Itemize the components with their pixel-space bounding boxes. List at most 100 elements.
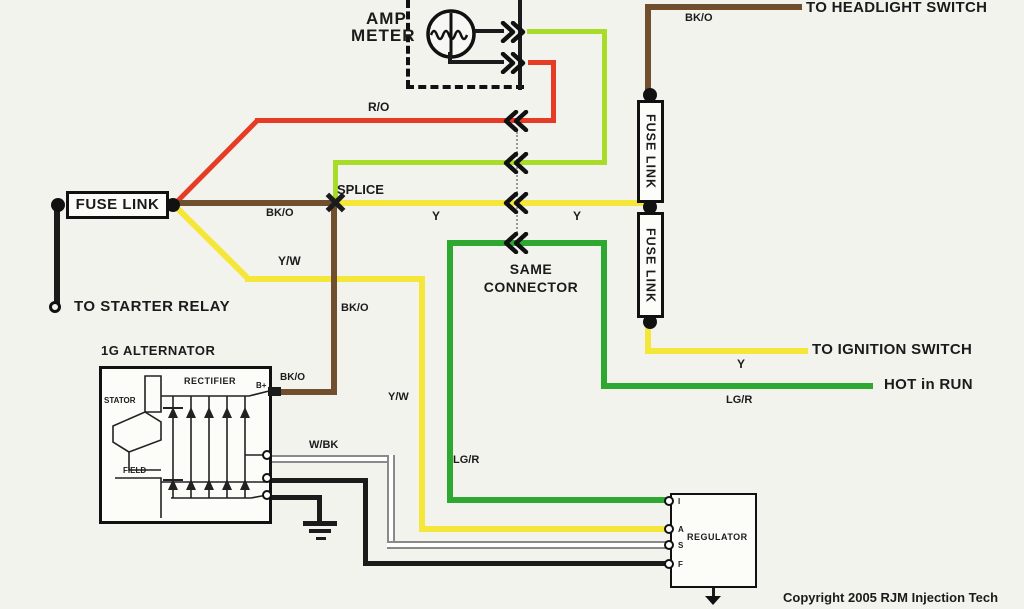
- wire-lgr-to-regulator: [447, 497, 670, 503]
- splice-label: SPLICE: [337, 182, 384, 197]
- wire-ro-vertical: [551, 60, 556, 121]
- amp-meter-label-line2: METER: [351, 26, 416, 45]
- bplus-terminal-label: B+: [256, 381, 267, 390]
- wire-y-main: [335, 200, 648, 206]
- wire-label-ro: R/O: [368, 100, 390, 114]
- same-connector-label-line1: SAME: [509, 261, 553, 277]
- fuse-link-upper-box: FUSE LINK: [637, 100, 664, 203]
- wire-label-y-ignition: Y: [737, 357, 746, 371]
- wire-label-bko-vertical: BK/O: [341, 302, 369, 314]
- wire-lightgreen-horizontal: [333, 160, 607, 165]
- wire-yw-to-regulator: [419, 526, 670, 532]
- to-ignition-switch-label: TO IGNITION SWITCH: [812, 341, 973, 358]
- regulator-title: REGULATOR: [687, 532, 748, 542]
- wire-bko-to-bplus: [276, 389, 337, 395]
- wire-field-to-regulator: [363, 561, 670, 566]
- wire-yw-vertical: [419, 276, 425, 532]
- wire-y-ignition-vert: [645, 325, 651, 354]
- alternator-internals: [112, 375, 272, 518]
- amp-meter-dashed-box-bottom: [406, 85, 524, 89]
- regulator-terminal-i-label: I: [678, 497, 681, 506]
- rectifier-label: RECTIFIER: [184, 376, 237, 386]
- meter-terminal-arrow-icon: [500, 21, 526, 43]
- ground-icon: [309, 529, 331, 533]
- amp-meter-label-line1: AMP: [366, 9, 407, 28]
- amp-meter-wire-bottom-v: [448, 52, 452, 63]
- wire-lgr-left-vert: [447, 240, 453, 503]
- wire-label-y-right: Y: [573, 209, 582, 223]
- wire-label-lgr-right: LG/R: [726, 394, 753, 406]
- wire-lightgreen-right-vert: [602, 29, 607, 165]
- wire-yw-diagonal: [171, 202, 250, 280]
- amp-meter-wire-bottom-h: [448, 60, 504, 64]
- fuse-link-upper-label: FUSE LINK: [643, 114, 658, 189]
- amp-meter-right-line: [518, 0, 522, 90]
- wire-label-lgr-mid: LG/R: [453, 454, 480, 466]
- stator-label: STATOR: [104, 396, 136, 405]
- wire-field-horiz: [272, 478, 368, 483]
- wire-bko-headlight-horiz: [645, 4, 802, 10]
- wire-label-yw: Y/W: [278, 254, 301, 268]
- wire-lightgreen-to-splice: [333, 160, 338, 205]
- wire-connector-icon: [503, 110, 529, 132]
- junction-dot: [51, 198, 65, 212]
- regulator-terminal-s: [664, 540, 674, 550]
- wire-lgr-horizontal: [447, 240, 607, 246]
- to-headlight-switch-label: TO HEADLIGHT SWITCH: [806, 0, 988, 16]
- alternator-title: 1G ALTERNATOR: [101, 343, 216, 358]
- ground-icon: [303, 521, 337, 526]
- regulator-ground-icon: [705, 596, 721, 605]
- wire-ground-horiz: [272, 495, 322, 500]
- field-label: FIELD: [123, 466, 147, 475]
- wire-bko-headlight-vert: [645, 8, 651, 97]
- wire-bko-left: [175, 200, 337, 206]
- to-starter-relay-label: TO STARTER RELAY: [74, 298, 231, 315]
- wire-connector-icon: [503, 232, 529, 254]
- open-terminal-icon: [49, 301, 61, 313]
- fuse-link-left-box: FUSE LINK: [66, 191, 169, 219]
- junction-dot: [643, 200, 657, 214]
- wire-starter-relay: [54, 205, 60, 305]
- wire-ro-diagonal: [172, 119, 259, 207]
- wire-connector-icon: [503, 192, 529, 214]
- regulator-ground-stem: [712, 588, 715, 596]
- wire-label-bko-top: BK/O: [685, 12, 713, 24]
- wire-lgr-hotrun: [601, 383, 873, 389]
- wire-bko-vertical: [331, 205, 337, 393]
- wire-label-bko-bplus: BK/O: [280, 372, 305, 383]
- regulator-terminal-f: [664, 559, 674, 569]
- amp-meter-dashed-box-left: [406, 0, 410, 88]
- wire-wbk-to-regulator: [387, 541, 670, 549]
- copyright-text: Copyright 2005 RJM Injection Tech: [783, 590, 999, 605]
- junction-dot: [643, 315, 657, 329]
- regulator-terminal-i: [664, 496, 674, 506]
- bplus-terminal-stub: [268, 387, 281, 396]
- junction-dot: [643, 88, 657, 102]
- wire-label-bko: BK/O: [266, 207, 294, 219]
- regulator-terminal-f-label: F: [678, 560, 683, 569]
- wire-lgr-right-vert: [601, 240, 607, 388]
- junction-dot: [166, 198, 180, 212]
- wire-label-yw-vertical: Y/W: [388, 391, 409, 403]
- same-connector-link: [516, 132, 518, 236]
- wire-field-vert: [363, 478, 368, 566]
- regulator-terminal-a: [664, 524, 674, 534]
- fuse-link-lower-box: FUSE LINK: [637, 212, 664, 318]
- ground-icon: [316, 537, 326, 540]
- wire-ro-top: [528, 60, 556, 65]
- hot-in-run-label: HOT in RUN: [884, 376, 973, 393]
- amp-meter-wire-top: [474, 29, 504, 33]
- wire-lightgreen-top: [527, 29, 607, 34]
- regulator-terminal-s-label: S: [678, 541, 684, 550]
- wire-label-y-left: Y: [432, 209, 441, 223]
- wire-ground-vert: [317, 495, 322, 523]
- regulator-terminal-a-label: A: [678, 525, 684, 534]
- wire-wbk-vertical: [387, 455, 395, 548]
- fuse-link-left-label: FUSE LINK: [75, 196, 160, 214]
- same-connector-label-line2: CONNECTOR: [483, 279, 579, 295]
- wire-wbk-horizontal: [272, 455, 395, 463]
- wire-ro-horizontal: [255, 118, 556, 123]
- regulator-box: [670, 493, 757, 588]
- fuse-link-lower-label: FUSE LINK: [643, 227, 658, 303]
